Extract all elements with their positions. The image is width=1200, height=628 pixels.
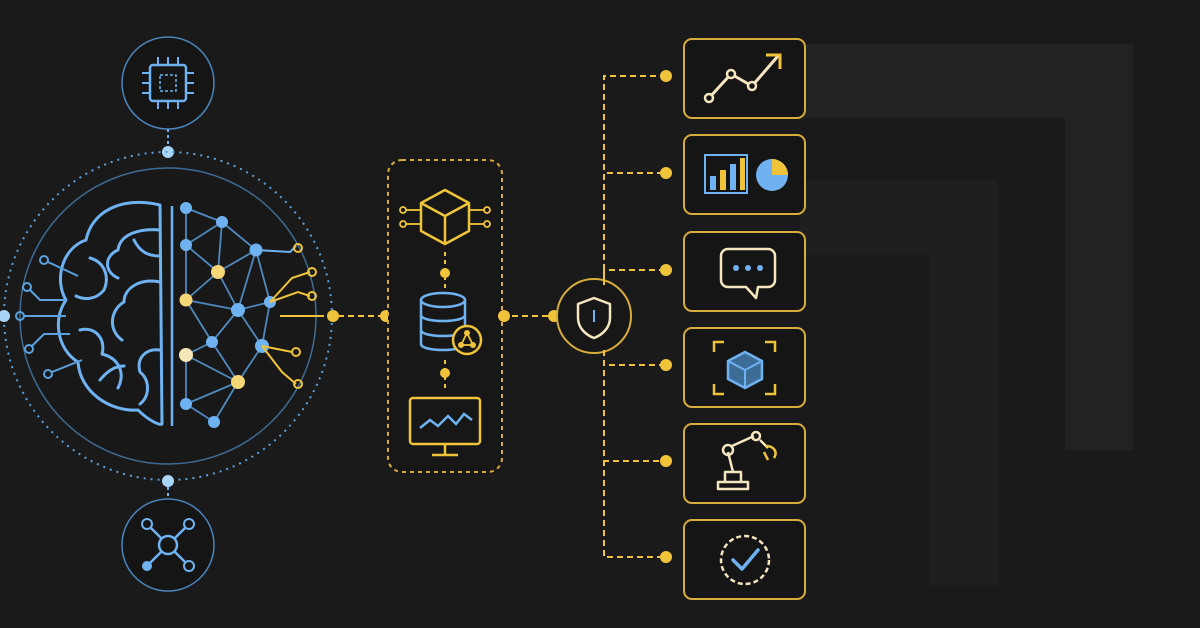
chat-bubble-icon xyxy=(719,247,777,300)
connector-brain-to-pipeline xyxy=(318,310,392,322)
output-box-3 xyxy=(683,231,806,312)
background-chevrons xyxy=(800,44,1133,585)
shield-icon xyxy=(556,278,632,354)
branch-connectors xyxy=(603,75,666,558)
neural-network xyxy=(170,202,318,428)
brain-section xyxy=(0,36,333,592)
monitor-chart-icon xyxy=(408,396,482,457)
database-sync-icon xyxy=(419,291,483,356)
cube-scan-icon xyxy=(712,340,777,396)
output-boxes xyxy=(683,38,806,600)
output-box-1 xyxy=(683,38,806,119)
output-box-5 xyxy=(683,423,806,504)
robot-arm-icon xyxy=(716,430,777,491)
pipeline-panel xyxy=(387,159,503,473)
connector-pipeline-to-shield xyxy=(498,310,560,322)
brain-left-hemisphere xyxy=(56,200,164,426)
left-circuit-traces xyxy=(24,261,83,373)
trend-line-icon xyxy=(703,53,782,104)
output-box-6 xyxy=(683,519,806,600)
network-hub-icon xyxy=(121,498,215,592)
branch-endpoints xyxy=(660,70,672,563)
bar-pie-chart-icon xyxy=(704,154,788,194)
cpu-chip-icon xyxy=(121,36,215,130)
cube-circuit-icon xyxy=(399,188,491,246)
checkmark-circle-icon xyxy=(719,534,771,586)
